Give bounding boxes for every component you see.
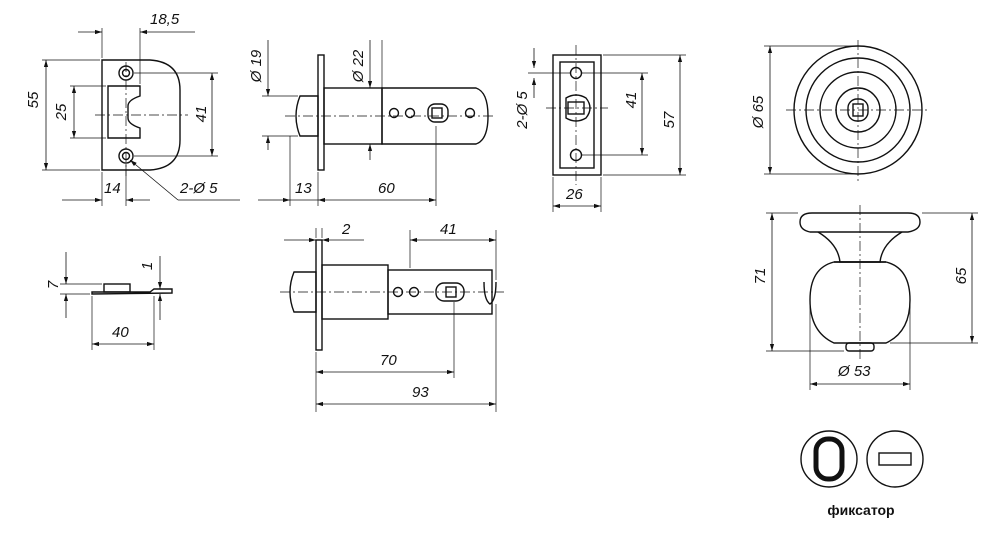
knob-side-view: 71 65 Ø 53 <box>752 205 978 390</box>
dim-knob-dia-53: Ø 53 <box>837 363 871 380</box>
dim-strike-depth-40: 40 <box>112 324 129 341</box>
dim-faceplate-height-57: 57 <box>661 111 678 128</box>
dim-latch-body-dia-22: Ø 22 <box>350 49 367 83</box>
dim-knob-height-71: 71 <box>752 268 769 285</box>
rosette-view: Ø 65 <box>750 40 930 182</box>
dim-latch-bolt-dia-19: Ø 19 <box>248 49 265 83</box>
thumb-turn-icon <box>800 430 858 488</box>
latch-front-view: 2 41 70 93 <box>280 221 504 412</box>
faceplate-view: 2-Ø 5 41 57 26 <box>514 45 686 212</box>
dim-strike-height-7: 7 <box>45 280 62 289</box>
dim-strike-height-55: 55 <box>25 91 42 108</box>
dim-strike-thickness-1: 1 <box>139 262 156 270</box>
dim-strike-opening-25: 25 <box>53 103 70 121</box>
dim-strike-holes-2-d5: 2-Ø 5 <box>179 180 218 197</box>
emergency-slot-icon <box>866 430 924 488</box>
dim-latch-bolt-13: 13 <box>295 180 312 197</box>
dim-latch-plate-2: 2 <box>341 221 351 238</box>
dim-faceplate-holes-41: 41 <box>623 92 640 109</box>
dim-latch-backset-70: 70 <box>380 352 397 369</box>
dim-latch-backset-60: 60 <box>378 180 395 197</box>
dim-strike-width-18-5: 18,5 <box>150 11 180 28</box>
dim-faceplate-width-26: 26 <box>565 186 583 203</box>
dim-latch-tail-41: 41 <box>440 221 457 238</box>
indicator-caption: фиксатор <box>827 502 894 518</box>
strike-side-view: 40 7 1 <box>45 252 173 350</box>
dim-strike-holes-41: 41 <box>193 106 210 123</box>
indicator-icons: фиксатор <box>800 430 924 518</box>
dim-knob-projection-65: 65 <box>953 267 970 284</box>
dim-rosette-dia-65: Ø 65 <box>750 95 767 129</box>
dim-faceplate-holes-2-d5: 2-Ø 5 <box>514 91 531 130</box>
dim-strike-offset-14: 14 <box>104 180 121 197</box>
strike-plate-view: 18,5 55 25 41 14 2-Ø 5 <box>25 11 240 206</box>
latch-top-view: Ø 19 Ø 22 13 60 <box>248 40 496 206</box>
dim-latch-total-93: 93 <box>412 384 429 401</box>
